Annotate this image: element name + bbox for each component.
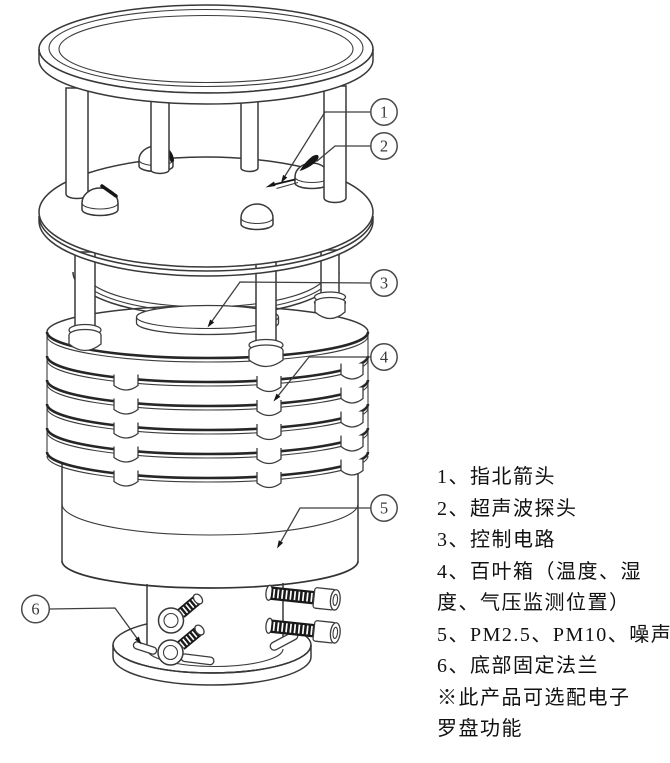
north-arrow: [265, 178, 299, 189]
support-pillars-upper: [65, 79, 347, 204]
callout-circle-4: [370, 343, 398, 371]
screw-thread-hatch: [272, 588, 316, 603]
callout-numbers: 1 2 3 4 5 6: [31, 103, 388, 619]
callout-number-2: 2: [380, 137, 388, 156]
pillar-foot: [314, 302, 346, 320]
lower-pillar-left: [68, 251, 102, 352]
louver-ring-3: [45, 403, 370, 435]
callout-circle-1: [370, 98, 398, 126]
louver-ring-5: [45, 451, 370, 483]
legend-line-1: 1、指北箭头: [437, 466, 556, 488]
body-seam: [61, 503, 359, 536]
ultrasonic-transducer-dome-left: [81, 184, 119, 217]
leader-1-arrowhead: [281, 174, 288, 183]
screw-socket: [162, 644, 179, 661]
louver-ring-1: [45, 355, 370, 387]
legend-line-6: 5、PM2.5、PM10、噪声: [437, 623, 670, 646]
support-pillar-back-left: [150, 81, 170, 175]
callout-number-4: 4: [380, 348, 388, 367]
socket-screw-right-upper: [265, 584, 341, 611]
flange-slot-left: [132, 641, 158, 655]
screw-thread-hatch: [272, 621, 316, 636]
legend-line-2: 2、超声波探头: [437, 497, 578, 520]
callout-circle-5: [370, 494, 398, 522]
louver-ring-2: [45, 379, 370, 411]
screw-tip: [194, 624, 205, 636]
leader-5-arrowhead: [277, 540, 284, 549]
disc-rim-band: [38, 215, 374, 277]
leader-5: [280, 507, 371, 542]
screw-head: [157, 607, 185, 634]
callout-number-5: 5: [380, 499, 388, 518]
callout-circle-6: [20, 594, 51, 624]
pillar-foot: [248, 350, 284, 368]
leader-6-arrowhead: [134, 636, 142, 645]
callout-circle-2: [370, 132, 398, 160]
flange-slots: [132, 631, 299, 666]
pillar-foot: [68, 335, 102, 352]
body-cylinder: [61, 463, 359, 589]
cap-rim: [38, 48, 374, 105]
leader-3: [211, 281, 371, 322]
callout-circles: [20, 98, 398, 624]
louver-tabs: [113, 363, 364, 489]
leader-1: [284, 111, 371, 177]
leader-2: [316, 145, 371, 162]
hub-face: [147, 589, 283, 645]
mounting-hub: [112, 583, 312, 674]
screw-head: [157, 639, 184, 666]
legend: 1、指北箭头 2、超声波探头 3、控制电路 4、百叶箱（温度、湿 度、气压监测位…: [437, 462, 670, 746]
legend-note-line-2: 罗盘功能: [437, 718, 523, 740]
screw-tip: [192, 593, 204, 605]
leader-2-arrowhead: [299, 154, 319, 171]
legend-note-line-1: ※此产品可选配电子: [437, 686, 631, 709]
legend-line-7: 6、底部固定法兰: [437, 655, 599, 677]
legend-line-5: 度、气压监测位置）: [437, 592, 631, 614]
support-pillar-front-right: [323, 85, 347, 204]
cap-top-face: [58, 14, 354, 84]
body-bottom-edge: [61, 560, 359, 589]
leader-3-arrowhead: [207, 319, 215, 328]
flange-front-edge: [112, 644, 312, 674]
top-cap: [38, 4, 374, 105]
legend-line-3: 3、控制电路: [437, 529, 556, 551]
ultrasonic-transducer-dome-center: [240, 203, 274, 231]
callout-number-1: 1: [380, 103, 388, 122]
leader-4: [277, 356, 371, 396]
screw-thread-hatch: [179, 597, 199, 616]
top-ring-lip: [46, 335, 369, 363]
louver-ring-4: [45, 427, 370, 459]
disc-rim-line: [38, 211, 374, 268]
cap-mid-ring: [48, 8, 364, 88]
callout-leaders: [49, 111, 371, 645]
screw-socket: [332, 626, 339, 640]
callout-number-3: 3: [380, 274, 388, 293]
socket-screw-left-lower: [157, 624, 205, 666]
socket-screw-left-upper: [157, 593, 204, 634]
control-circuit-platform: [135, 304, 280, 336]
leader-6: [49, 607, 138, 639]
screw-socket: [332, 593, 339, 607]
hub-base-fillet: [146, 648, 284, 668]
dome-shadow: [100, 184, 118, 198]
callout-circle-3: [370, 269, 398, 297]
callout-number-6: 6: [31, 600, 39, 619]
support-pillar-front-left: [65, 87, 89, 200]
socket-screw-right-lower: [265, 617, 341, 644]
leader-4-arrowhead: [273, 393, 281, 402]
legend-line-4: 4、百叶箱（温度、湿: [437, 560, 642, 583]
screw-thread: [177, 626, 203, 650]
screw-head-face: [329, 622, 341, 644]
screw-head-face: [329, 589, 341, 611]
lower-pillar-right: [313, 249, 347, 320]
top-ring-front-edge: [45, 331, 370, 360]
screw-socket: [163, 612, 179, 629]
louver-shield: [45, 332, 370, 489]
